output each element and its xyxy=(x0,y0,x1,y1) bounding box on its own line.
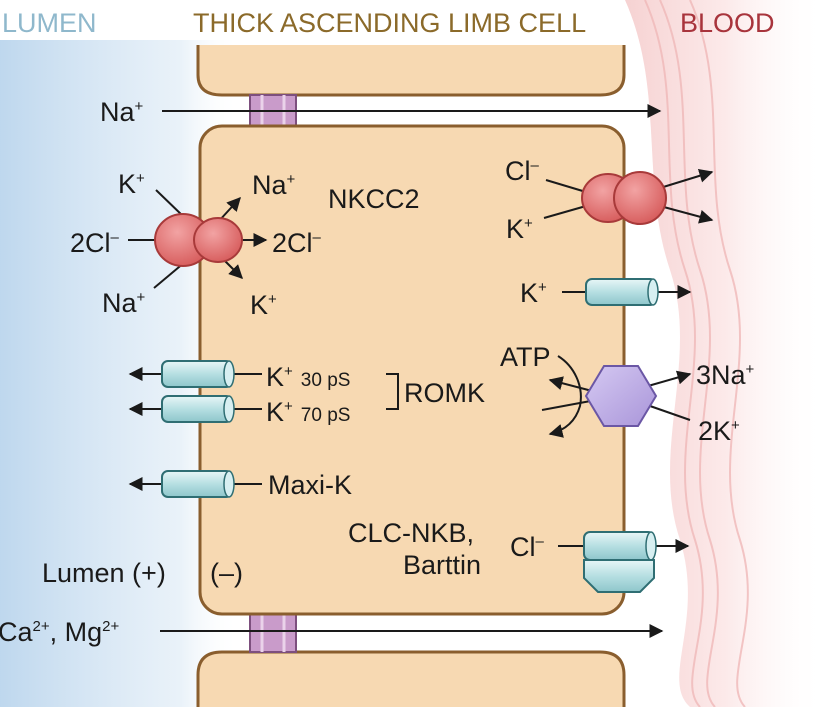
paracellular-ca-mg-label: Ca2+, Mg2+ xyxy=(0,617,119,647)
paracellular-na-flux: Na+ xyxy=(100,97,662,127)
header-blood: BLOOD xyxy=(680,8,775,38)
blood-wave-lines xyxy=(644,0,749,707)
na-k-atpase: ATP 3Na+ 2K+ xyxy=(500,342,755,446)
header-lumen: LUMEN xyxy=(2,8,97,38)
romk-k-30: K+30 pS xyxy=(266,362,350,392)
neighbor-cell-bottom xyxy=(196,650,626,707)
maxi-k-channel: Maxi-K xyxy=(128,470,352,500)
romk-k-70: K+70 pS xyxy=(266,397,350,427)
maxi-k-channel-body xyxy=(161,470,233,498)
romk-channels: K+30 pS K+70 pS ROMK xyxy=(128,360,485,427)
nkcc2-lumen-k: K+ xyxy=(118,169,145,199)
basolateral-k-channel-body xyxy=(585,278,657,306)
nkcc2-cell-k: K+ xyxy=(250,290,277,320)
romk-bracket xyxy=(386,373,399,410)
lumen-potential-label: Lumen (+) xyxy=(42,558,166,588)
blood-zone xyxy=(625,0,826,707)
cell-potential-label: (–) xyxy=(210,558,243,588)
basolateral-k-label: K+ xyxy=(520,278,547,308)
barttin-subunit xyxy=(583,559,655,593)
nkcc2-right-lobe xyxy=(193,217,243,263)
nkcc2-cell-na: Na+ xyxy=(252,170,296,200)
romk-channel-70ps xyxy=(161,395,233,423)
clc-name-line1: CLC-NKB, xyxy=(348,518,474,548)
kcc-right-lobe xyxy=(613,171,667,225)
pump-k-label: 2K+ xyxy=(698,416,740,446)
atp-label: ATP xyxy=(500,342,551,372)
paracellular-ca-mg-flux: Ca2+, Mg2+ xyxy=(0,617,664,647)
basolateral-kcl-cotransporter: Cl– K+ xyxy=(505,156,714,244)
nkcc2-transporter: NKCC2 K+ 2Cl– Na+ Na+ 2Cl– K+ xyxy=(70,169,420,320)
clc-channel-body xyxy=(583,531,655,561)
maxi-k-label: Maxi-K xyxy=(268,470,352,500)
header-cell: THICK ASCENDING LIMB CELL xyxy=(193,8,586,38)
nkcc2-lumen-cl: 2Cl– xyxy=(70,228,120,258)
clc-name-line2: Barttin xyxy=(403,550,481,580)
basolateral-k-channel: K+ xyxy=(520,278,692,308)
pump-na-label: 3Na+ xyxy=(696,360,755,390)
tight-junction-bottom xyxy=(249,613,297,653)
atp-curved-arrow xyxy=(548,355,582,438)
romk-channel-30ps xyxy=(161,360,233,388)
nkcc2-lumen-na: Na+ xyxy=(102,288,146,318)
neighbor-cell-top xyxy=(196,45,626,97)
paracellular-na-label: Na+ xyxy=(100,97,144,127)
romk-name: ROMK xyxy=(404,378,485,408)
nkcc2-cell-cl: 2Cl– xyxy=(272,228,322,258)
kcc-k-label: K+ xyxy=(506,214,533,244)
clc-cl-label: Cl– xyxy=(510,532,545,562)
kcc-cl-label: Cl– xyxy=(505,156,540,186)
na-k-atpase-body xyxy=(584,365,658,427)
clc-nkb-channel: CLC-NKB, Barttin Cl– xyxy=(348,518,690,593)
nkcc2-name: NKCC2 xyxy=(328,184,420,214)
